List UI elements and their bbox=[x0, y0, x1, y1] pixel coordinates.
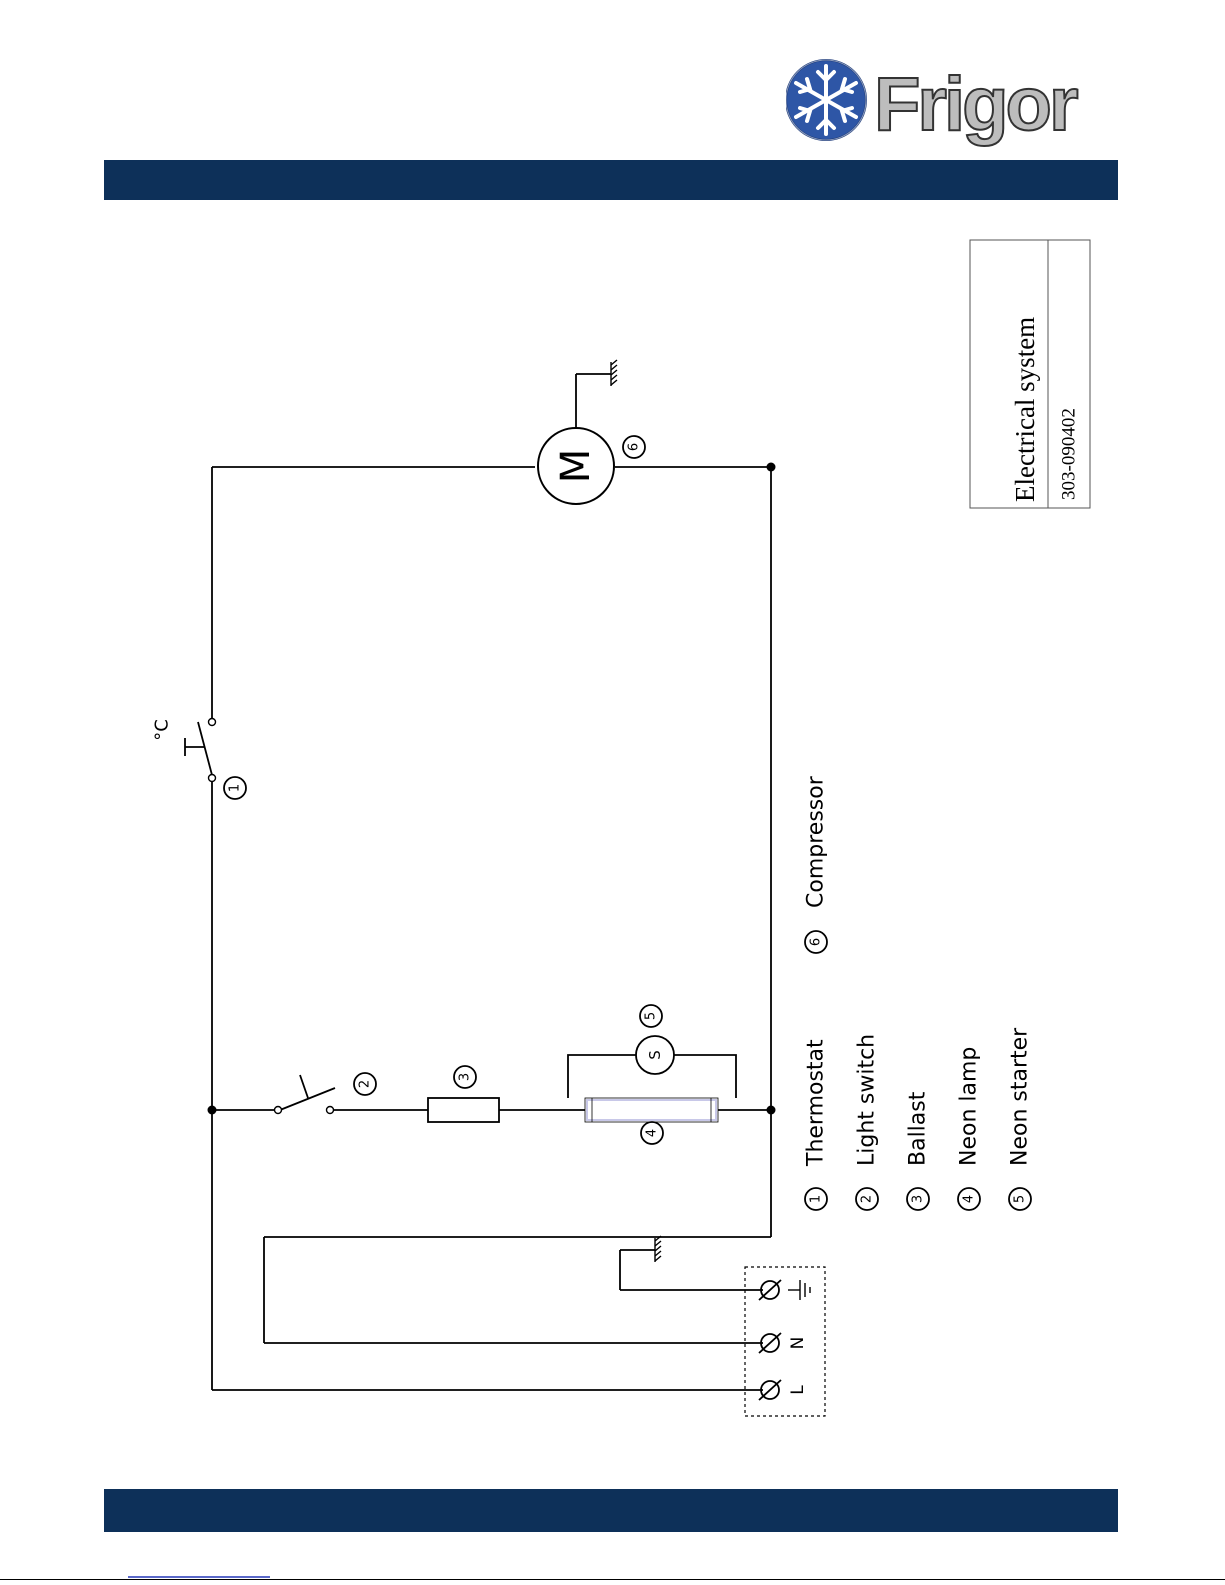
legend-label-thermostat: Thermostat bbox=[804, 1039, 829, 1167]
ground-motor-icon bbox=[611, 360, 617, 386]
terminal-label-l: L bbox=[788, 1385, 808, 1395]
thermostat-contact bbox=[198, 722, 212, 775]
junction-right bbox=[767, 1106, 776, 1115]
wire-starter-right bbox=[674, 1055, 736, 1098]
neon-lamp-tube bbox=[585, 1098, 718, 1122]
footer-link-underline[interactable] bbox=[128, 1576, 270, 1578]
footer-rule bbox=[0, 1579, 1225, 1580]
earth-terminal-icon bbox=[788, 1280, 810, 1300]
legend-label-neon-starter: Neon starter bbox=[1008, 1027, 1033, 1166]
title-block-title: Electrical system bbox=[1010, 317, 1040, 502]
legend-label-ballast: Ballast bbox=[906, 1091, 931, 1166]
light-switch-actuator bbox=[300, 1075, 308, 1098]
tag-label-1: 1 bbox=[228, 784, 243, 792]
ballast-resistor bbox=[428, 1098, 499, 1122]
light-switch-contact bbox=[280, 1088, 335, 1110]
thermostat-unit-label: °C bbox=[152, 719, 173, 741]
legend-label-light-switch: Light switch bbox=[855, 1034, 880, 1166]
compressor-motor-letter: M bbox=[553, 449, 599, 484]
tag-label-2: 2 bbox=[358, 1080, 373, 1088]
ground-chassis-icon bbox=[655, 1236, 661, 1262]
thermostat-terminal-b bbox=[209, 775, 216, 782]
light-switch-terminal-b bbox=[327, 1107, 334, 1114]
title-block-code: 303-090402 bbox=[1059, 408, 1080, 500]
legend-label-compressor: Compressor bbox=[804, 775, 829, 908]
junction-top-right bbox=[767, 463, 776, 472]
legend-num-1: 1 bbox=[809, 1195, 824, 1203]
wire-starter-left bbox=[568, 1055, 636, 1098]
terminal-label-n: N bbox=[788, 1337, 808, 1350]
legend-num-5: 5 bbox=[1013, 1195, 1028, 1203]
legend-label-neon-lamp: Neon lamp bbox=[957, 1047, 982, 1166]
title-block: Electrical system 303-090402 bbox=[970, 240, 1090, 508]
tag-label-6: 6 bbox=[627, 443, 642, 451]
tag-label-4: 4 bbox=[645, 1129, 660, 1137]
legend-num-3: 3 bbox=[911, 1195, 926, 1203]
legend-num-6: 6 bbox=[809, 938, 824, 946]
light-switch-terminal-a bbox=[275, 1107, 282, 1114]
neon-starter-letter: S bbox=[646, 1050, 664, 1060]
legend-num-2: 2 bbox=[860, 1195, 875, 1203]
tag-label-3: 3 bbox=[458, 1073, 473, 1081]
junction-left bbox=[208, 1106, 217, 1115]
legend-num-4: 4 bbox=[962, 1195, 977, 1203]
tag-label-5: 5 bbox=[644, 1012, 659, 1020]
thermostat-terminal-a bbox=[209, 719, 216, 726]
